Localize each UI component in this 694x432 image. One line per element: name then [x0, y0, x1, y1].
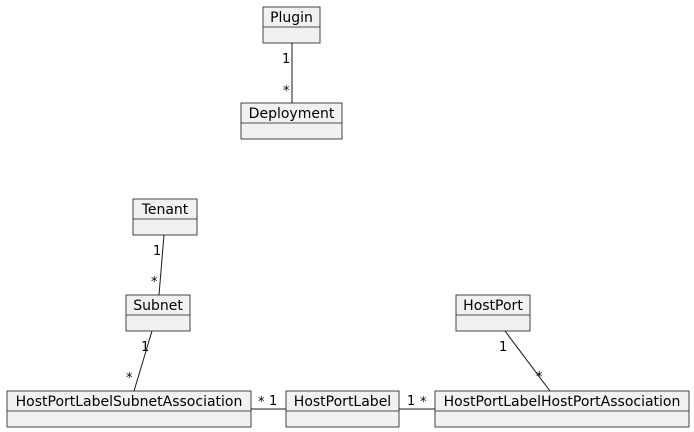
multiplicity-tenant-subnet-source: 1: [153, 244, 161, 259]
multiplicity-hpl-hplhpa-target: *: [420, 395, 427, 410]
class-plugin-name: Plugin: [270, 10, 313, 26]
multiplicity-hpl-hplhpa-source: 1: [407, 394, 415, 409]
class-hostportlabel-name: HostPortLabel: [294, 394, 391, 410]
class-tenant-name: Tenant: [141, 202, 189, 218]
multiplicity-plugin-deployment-target: *: [283, 84, 290, 99]
multiplicity-subnet-hplsa-source: 1: [141, 340, 149, 355]
class-deployment-name: Deployment: [249, 106, 335, 122]
class-subnet[interactable]: Subnet: [125, 294, 191, 332]
class-hostportlabelsubnetassociation-name: HostPortLabelSubnetAssociation: [16, 394, 243, 410]
class-hostportlabelhostportassociation-name: HostPortLabelHostPortAssociation: [444, 394, 681, 410]
class-deployment[interactable]: Deployment: [240, 102, 343, 140]
multiplicity-hplsa-hpl-target: 1: [269, 394, 277, 409]
multiplicity-subnet-hplsa-target: *: [126, 371, 133, 386]
multiplicity-plugin-deployment-source: 1: [282, 52, 290, 67]
class-hostportlabelsubnetassociation[interactable]: HostPortLabelSubnetAssociation: [6, 390, 252, 428]
class-hostportlabelhostportassociation[interactable]: HostPortLabelHostPortAssociation: [434, 390, 690, 428]
class-hostport-name: HostPort: [463, 298, 523, 314]
class-hostport[interactable]: HostPort: [455, 294, 531, 332]
class-subnet-name: Subnet: [133, 298, 183, 314]
multiplicity-hostport-hplhpa-source: 1: [499, 340, 507, 355]
multiplicity-hostport-hplhpa-target: *: [536, 370, 543, 385]
multiplicity-tenant-subnet-target: *: [151, 275, 158, 290]
assoc-line-hostport-hplhpa: [504, 330, 551, 392]
multiplicity-hplsa-hpl-source: *: [258, 395, 265, 410]
class-plugin[interactable]: Plugin: [262, 6, 321, 44]
class-hostportlabel[interactable]: HostPortLabel: [285, 390, 400, 428]
assoc-line-subnet-hplsa: [133, 330, 153, 392]
class-tenant[interactable]: Tenant: [132, 198, 198, 236]
assoc-line-tenant-subnet: [158, 234, 165, 296]
